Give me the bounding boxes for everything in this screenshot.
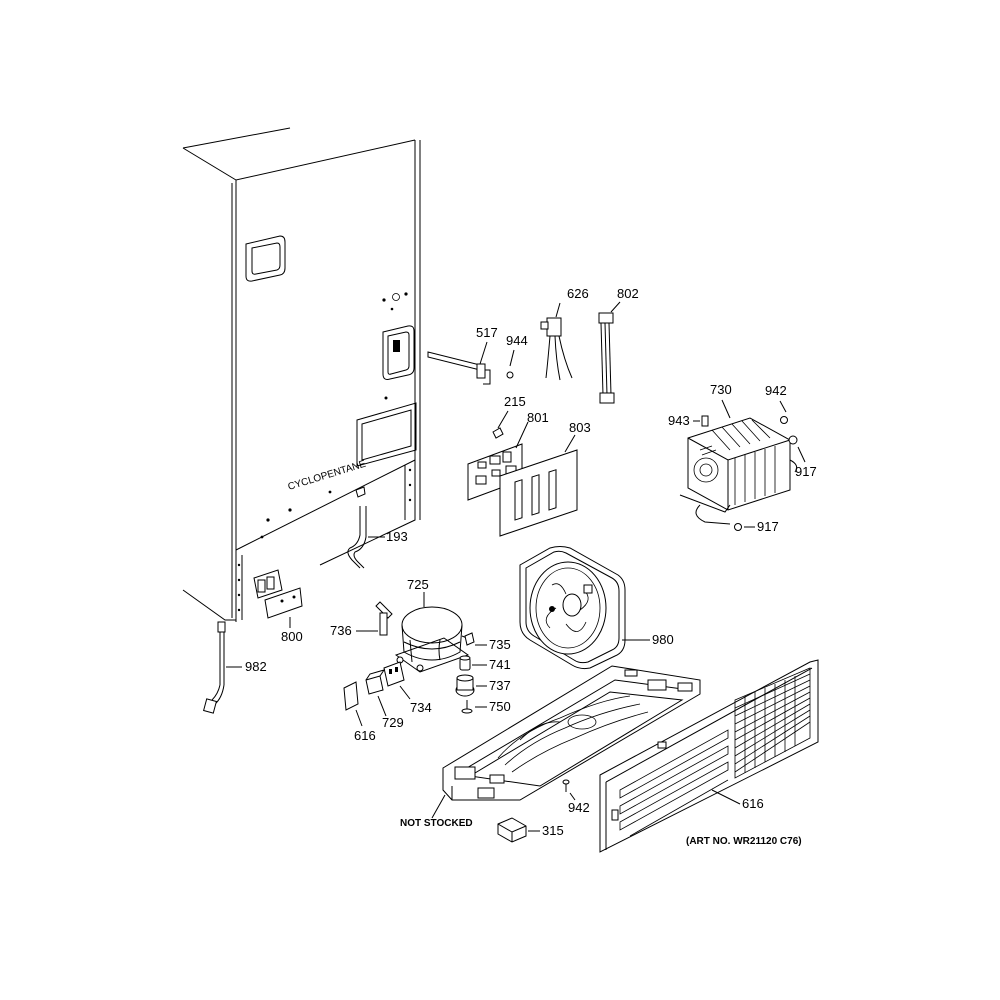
drain-tube-193 xyxy=(347,486,385,569)
clip-736 xyxy=(464,632,487,646)
part-215 xyxy=(492,410,509,439)
part-label-626: 626 xyxy=(567,286,589,301)
part-label-980: 980 xyxy=(652,632,674,647)
part-626 xyxy=(540,302,573,381)
condenser-fan-980 xyxy=(519,546,650,670)
part-label-517: 517 xyxy=(476,325,498,340)
grommet-917-bottom xyxy=(734,523,755,531)
art-number-note: (ART NO. WR21120 C76) xyxy=(686,836,802,847)
base-pan xyxy=(431,665,701,819)
part-label-944: 944 xyxy=(506,333,528,348)
part-label-801: 801 xyxy=(527,410,549,425)
control-board-801 xyxy=(467,421,529,501)
grommet-741 xyxy=(459,655,487,671)
part-label-917-bottom: 917 xyxy=(757,519,779,534)
not-stocked-note: NOT STOCKED xyxy=(400,818,473,829)
part-label-982: 982 xyxy=(245,659,267,674)
panel-valve-opening xyxy=(382,325,415,380)
part-label-740: 736 xyxy=(330,623,352,638)
screw-942-bottom xyxy=(562,779,576,801)
screw-943 xyxy=(693,415,709,427)
part-label-803: 803 xyxy=(569,420,591,435)
screw-944 xyxy=(506,349,515,379)
part-label-725: 725 xyxy=(407,577,429,592)
overload-729 xyxy=(365,669,387,717)
grommet-737 xyxy=(455,674,487,697)
part-label-734: 616 xyxy=(354,728,376,743)
screw-942-top xyxy=(779,400,788,424)
relay-735 xyxy=(383,661,411,700)
water-valve-800 xyxy=(253,569,303,628)
part-label-802: 802 xyxy=(617,286,639,301)
panel-recess xyxy=(356,402,417,467)
grille-mesh xyxy=(734,673,811,773)
bracket-315 xyxy=(497,817,540,843)
part-label-735: 734 xyxy=(410,700,432,715)
part-label-750: 750 xyxy=(489,699,511,714)
condenser-730 xyxy=(679,399,798,525)
part-label-942-bottom: 942 xyxy=(568,800,590,815)
part-label-729: 729 xyxy=(382,715,404,730)
part-label-730: 730 xyxy=(710,382,732,397)
part-label-741: 741 xyxy=(489,657,511,672)
cover-734 xyxy=(343,681,363,727)
drier-740 xyxy=(356,601,393,636)
part-label-193: 193 xyxy=(386,529,408,544)
cabinet-stamp: CYCLOPENTANE xyxy=(287,459,368,493)
part-label-616-visible: 616 xyxy=(742,796,764,811)
sensor-517 xyxy=(427,341,491,385)
panel-access-cover xyxy=(245,235,286,282)
compressor-725 xyxy=(394,592,473,673)
wire-harness-802 xyxy=(598,301,621,404)
part-label-943: 943 xyxy=(668,413,690,428)
part-label-315: 315 xyxy=(542,823,564,838)
access-grille-616 xyxy=(599,659,819,853)
grommet-917-top xyxy=(788,435,806,463)
part-label-215: 215 xyxy=(504,394,526,409)
bolt-750 xyxy=(461,700,487,714)
part-label-736: 735 xyxy=(489,637,511,652)
part-label-917-top: 917 xyxy=(795,464,817,479)
part-label-800: 800 xyxy=(281,629,303,644)
board-cover-803 xyxy=(499,434,578,537)
part-label-737: 737 xyxy=(489,678,511,693)
refrigerator-cabinet xyxy=(182,127,421,622)
water-line-982 xyxy=(203,621,242,714)
part-label-942-top: 942 xyxy=(765,383,787,398)
